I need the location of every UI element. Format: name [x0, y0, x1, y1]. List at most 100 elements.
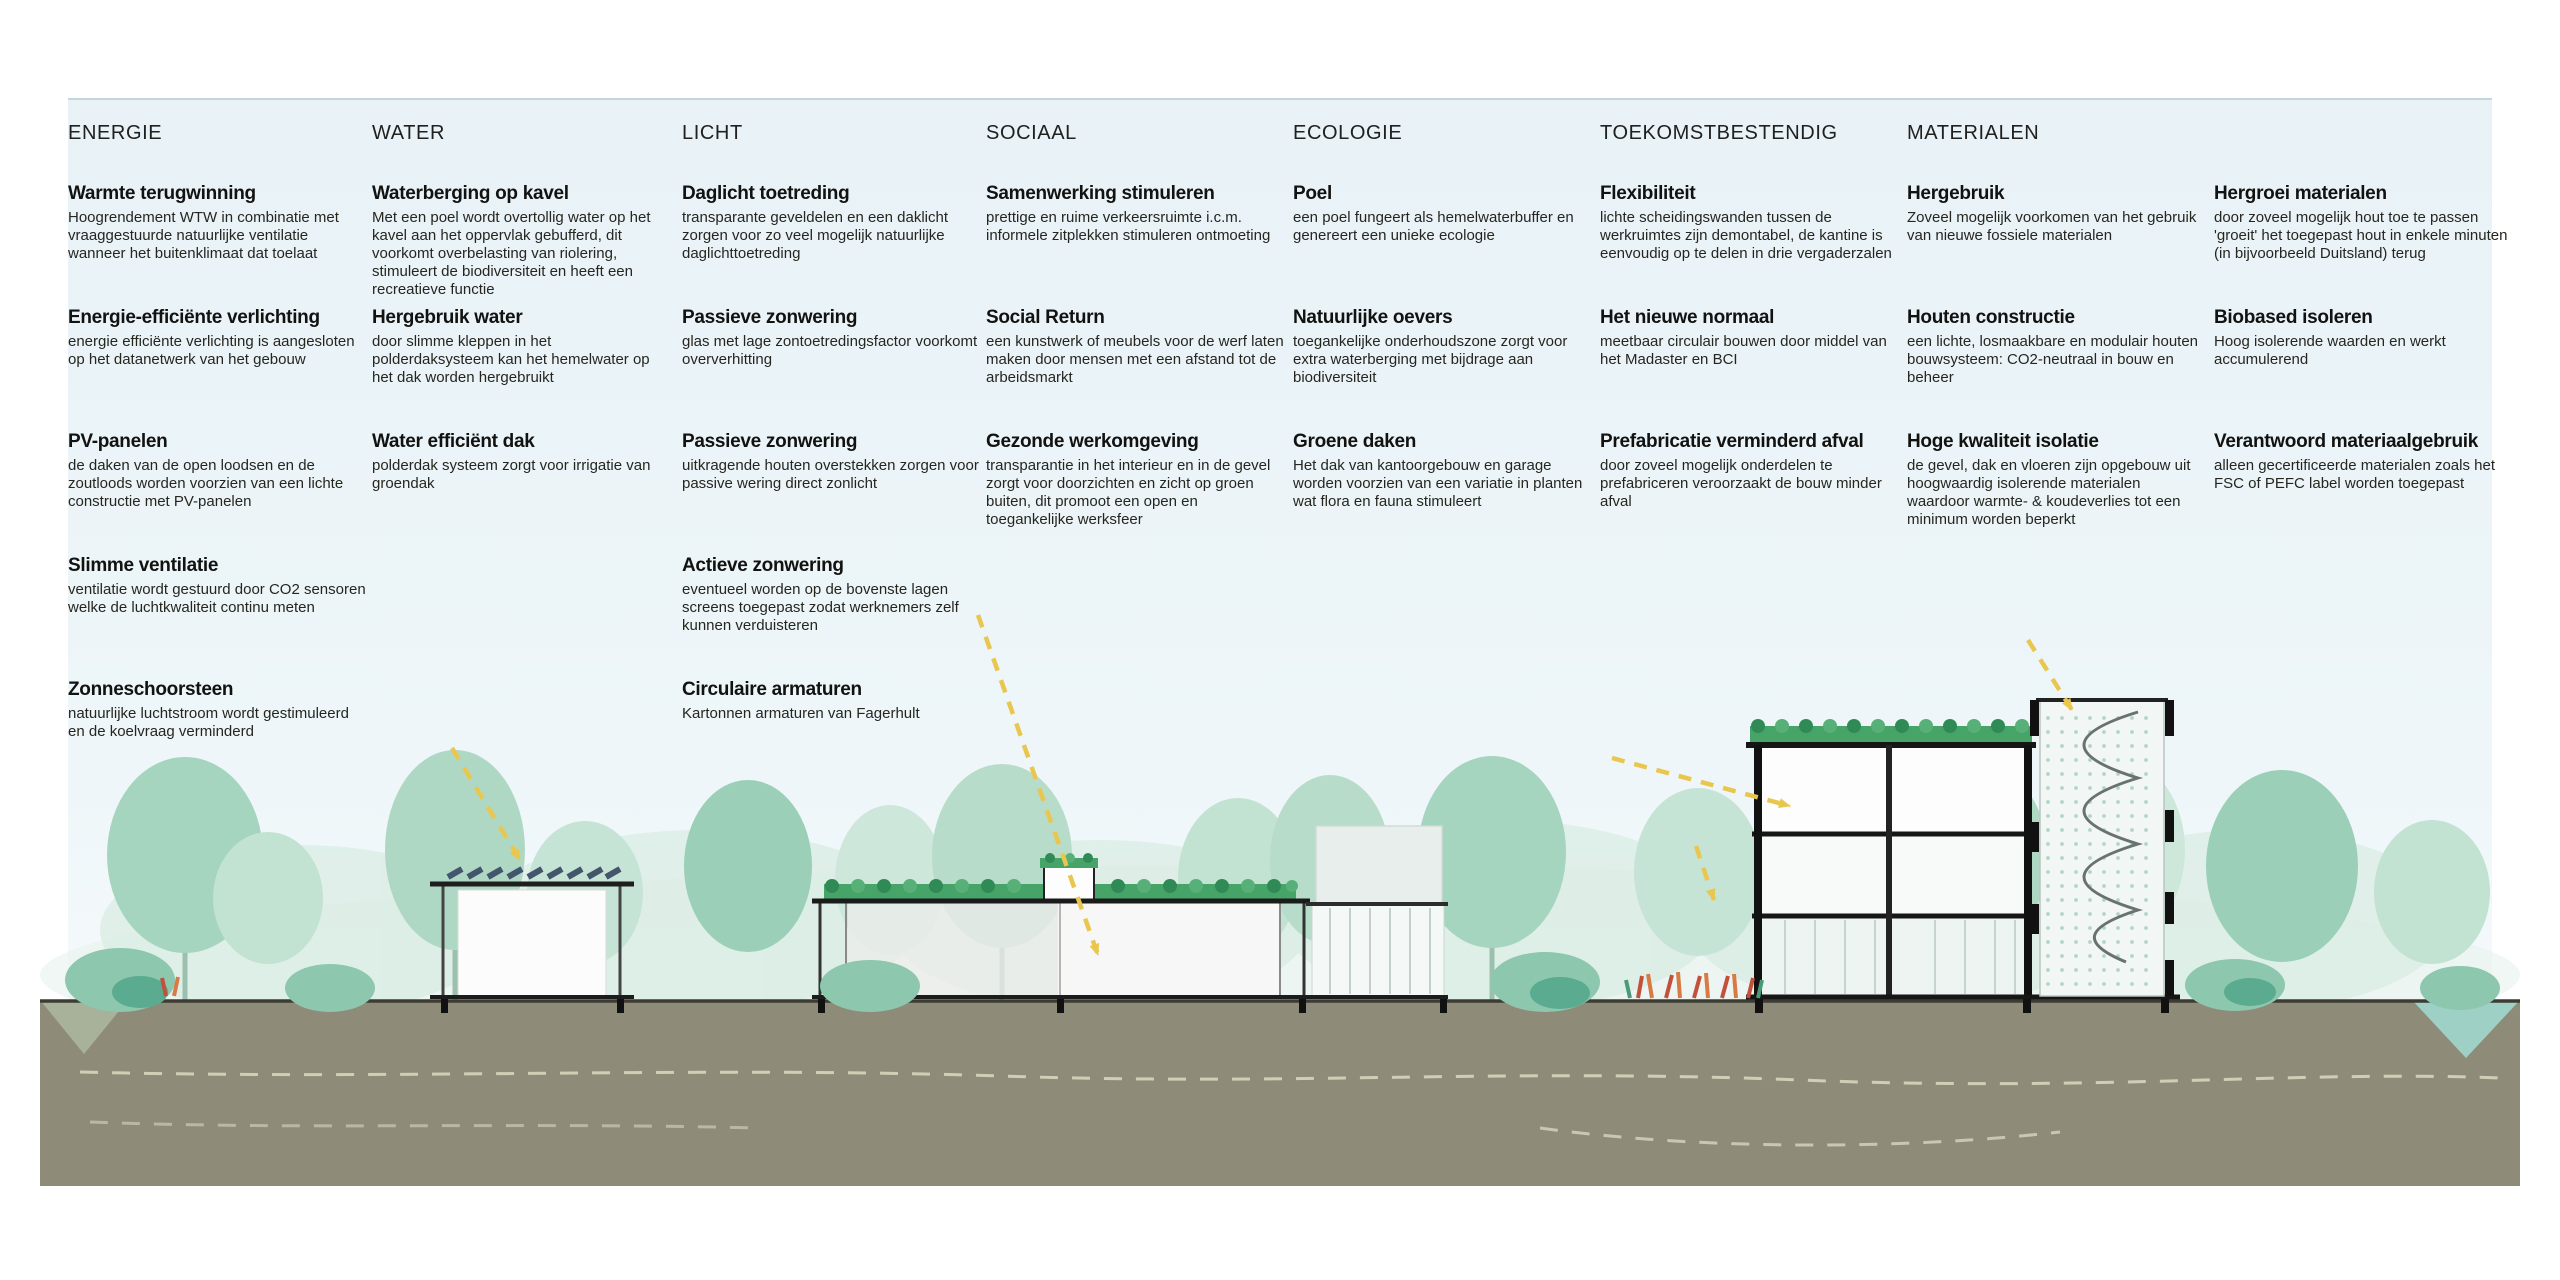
soil-layer-dashed-line: [89, 1120, 761, 1130]
ground-section: [40, 999, 2520, 1186]
building-office-section: [1746, 719, 2180, 1000]
feature-description: Kartonnen armaturen van Fagerhult: [682, 705, 920, 723]
pv-panels-icon: [446, 866, 622, 880]
soil-layer-dashed-line: [1539, 1126, 2061, 1147]
feature-title: Daglicht toetreding: [682, 183, 850, 204]
feature-description: glas met lage zontoetredingsfactor voork…: [682, 333, 978, 369]
building-glass-pavilion: [1306, 825, 1448, 999]
feature-description: door slimme kleppen in het polderdaksyst…: [372, 333, 650, 387]
feature-item: Gezonde werkomgeving transparantie in het…: [986, 431, 1286, 529]
feature-description: meetbaar circulair bouwen door middel va…: [1600, 333, 1887, 369]
feature-item: Passieve zonwering glas met lage zontoetr…: [682, 307, 982, 369]
red-plants: [160, 971, 1764, 999]
feature-item: Natuurlijke oevers toegankelijke onderhou…: [1293, 307, 1593, 387]
sun-ray-arrow-icon: [1611, 755, 1791, 809]
feature-title: Flexibiliteit: [1600, 183, 1696, 204]
feature-item: Het nieuwe normaal meetbaar circulair bou…: [1600, 307, 1900, 369]
building-pv-shed: [430, 866, 634, 999]
feature-item: Houten constructie een lichte, losmaakbar…: [1907, 307, 2207, 387]
column-header: ECOLOGIE: [1293, 122, 1403, 144]
feature-description: Hoogrendement WTW in combinatie met vraa…: [68, 209, 339, 263]
feature-title: Slimme ventilatie: [68, 555, 219, 576]
feature-title: Energie-efficiënte verlichting: [68, 307, 320, 328]
feature-description: door zoveel mogelijk onderdelen te prefa…: [1600, 457, 1882, 511]
column-header: SOCIAAL: [986, 122, 1077, 144]
ditch-water: [2412, 1000, 2520, 1058]
feature-title: Passieve zonwering: [682, 431, 858, 452]
feature-title: Hergebruik water: [372, 307, 523, 328]
feature-title: Water efficiënt dak: [372, 431, 535, 452]
feature-description: een poel fungeert als hemelwaterbuffer e…: [1293, 209, 1574, 245]
feature-description: de daken van de open loodsen en de zoutl…: [68, 457, 344, 511]
feature-description: polderdak systeem zorgt voor irrigatie v…: [372, 457, 651, 493]
feature-description: een lichte, losmaakbare en modulair hout…: [1907, 333, 2199, 387]
feature-item: Water efficiënt dak polderdak systeem zor…: [372, 431, 672, 493]
feature-title: Prefabricatie verminderd afval: [1600, 431, 1864, 452]
feature-description: toegankelijke onderhoudszone zorgt voor …: [1293, 333, 1568, 387]
feature-title: Waterberging op kavel: [372, 183, 569, 204]
feature-item: Passieve zonwering uitkragende houten ove…: [682, 431, 982, 493]
sun-ray-arrow-icon: [1693, 845, 1717, 901]
feature-description: transparantie in het interieur en in de …: [986, 457, 1271, 529]
sun-ray-arrow-icon: [975, 614, 1101, 956]
green-roof-planting-icon: [825, 879, 1298, 893]
feature-title: Social Return: [986, 307, 1105, 328]
feature-description: energie efficiënte verlichting is aanges…: [68, 333, 355, 369]
feature-description: lichte scheidingswanden tussen de werkru…: [1600, 209, 1892, 263]
feature-title: Natuurlijke oevers: [1293, 307, 1453, 328]
feature-item: Actieve zonwering eventueel worden op de …: [682, 555, 982, 635]
feature-title: Zonneschoorsteen: [68, 679, 234, 700]
feature-title: Gezonde werkomgeving: [986, 431, 1199, 452]
feature-item: Daglicht toetreding transparante geveldel…: [682, 183, 982, 263]
feature-description: Zoveel mogelijk voorkomen van het gebrui…: [1907, 209, 2197, 245]
feature-description: natuurlijke luchtstroom wordt gestimulee…: [68, 705, 349, 741]
green-roof-planting-icon: [1751, 719, 2029, 733]
spiral-chute-icon: [2082, 710, 2144, 964]
feature-description: Het dak van kantoorgebouw en garage word…: [1293, 457, 1583, 511]
soil-layer-dashed-line: [79, 1070, 2501, 1086]
foreground-vegetation: [65, 948, 2500, 1012]
column-header: LICHT: [682, 122, 743, 144]
feature-title: Circulaire armaturen: [682, 679, 862, 700]
feature-description: alleen gecertificeerde materialen zoals …: [2214, 457, 2495, 493]
feature-item: Zonneschoorsteen natuurlijke luchtstroom …: [68, 679, 368, 741]
feature-title: Actieve zonwering: [682, 555, 844, 576]
feature-title: Verantwoord materiaalgebruik: [2214, 431, 2479, 452]
foundation-piles: [441, 999, 2169, 1013]
ground-edge-wedge: [40, 1000, 128, 1054]
feature-description: Met een poel wordt overtollig water op h…: [372, 209, 651, 299]
column-header: ENERGIE: [68, 122, 163, 144]
feature-item: Prefabricatie verminderd afval door zovee…: [1600, 431, 1900, 511]
feature-item: Energie-efficiënte verlichting energie ef…: [68, 307, 368, 369]
feature-title: Passieve zonwering: [682, 307, 858, 328]
feature-description: transparante geveldelen en een daklicht …: [682, 209, 949, 263]
feature-item: Flexibiliteit lichte scheidingswanden tus…: [1600, 183, 1900, 263]
spiral-tower: [2030, 698, 2174, 997]
feature-item: Verantwoord materiaalgebruik alleen gecer…: [2214, 431, 2514, 493]
column-header: MATERIALEN: [1907, 122, 2040, 144]
feature-title: Het nieuwe normaal: [1600, 307, 1775, 328]
feature-description: door zoveel mogelijk hout toe te passen …: [2214, 209, 2508, 263]
feature-title: Houten constructie: [1907, 307, 2075, 328]
feature-title: Hergebruik: [1907, 183, 2005, 204]
feature-title: Biobased isoleren: [2214, 307, 2373, 328]
feature-title: Groene daken: [1293, 431, 1417, 452]
feature-description: eventueel worden op de bovenste lagen sc…: [682, 581, 959, 635]
feature-description: uitkragende houten overstekken zorgen vo…: [682, 457, 979, 493]
sun-ray-arrows: [450, 614, 2074, 956]
